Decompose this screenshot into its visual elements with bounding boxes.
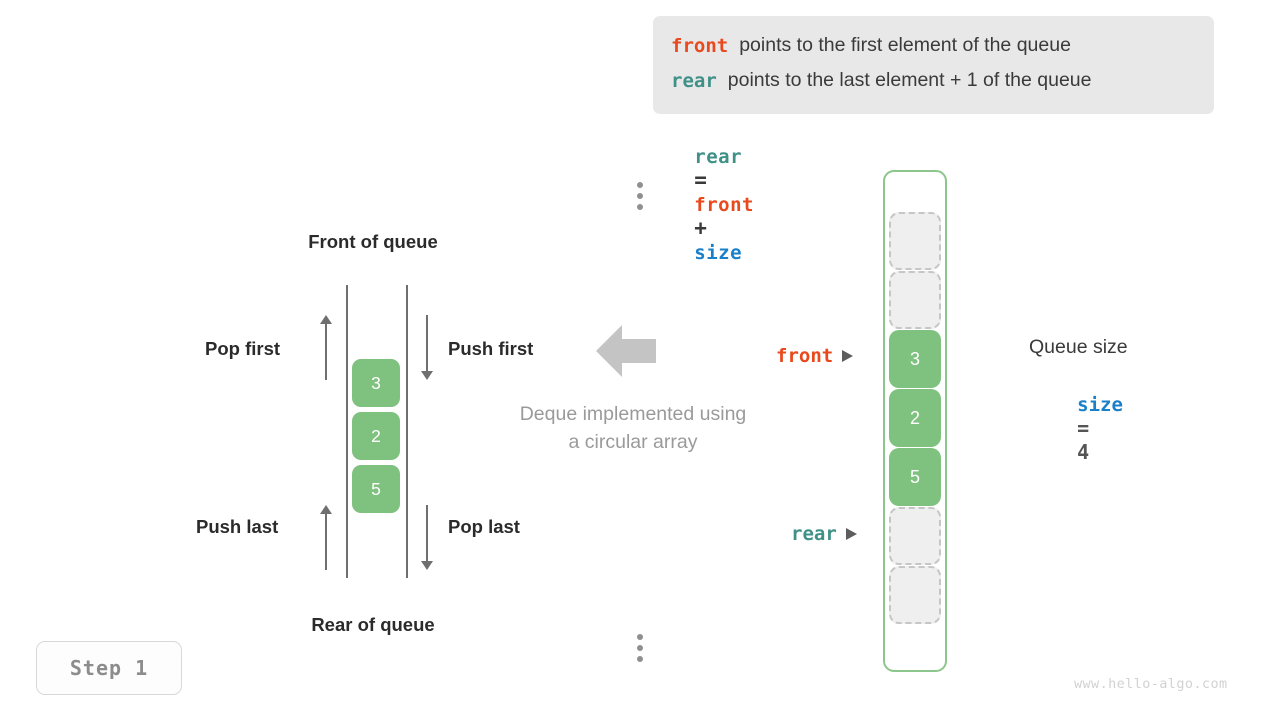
rear-pointer: rear [791,523,857,545]
front-of-queue-label: Front of queue [308,231,438,252]
caption-line-2: a circular array [568,431,698,453]
watermark: www.hello-algo.com [1074,676,1228,692]
formula-size: size [694,242,743,264]
queue-size-title: Queue size [1029,336,1128,358]
pointer-arrow-icon [842,350,854,362]
deque-cell: 5 [352,465,400,513]
legend-keyword-front: front [671,34,729,57]
pop-first-label: Pop first [205,338,281,359]
formula-front: front [694,194,754,216]
arrow-up-icon [318,505,334,570]
legend-text-rear: points to the last element + 1 of the qu… [727,69,1092,91]
legend-line-front: front points to the first element of the… [671,28,1214,63]
formula-plus: + [694,216,708,240]
deque-cell: 2 [352,412,400,460]
vertical-ellipsis-icon [637,632,643,664]
size-variable: size [1077,394,1123,416]
formula-equals: = [694,168,708,192]
array-slot-filled: 3 [889,330,941,388]
left-arrow-icon [596,325,656,377]
arrow-down-icon [419,315,435,380]
front-pointer-label: front [776,345,834,367]
formula-expression: rear = front + size [668,120,763,264]
queue-size-panel: Queue size size = 4 [1029,336,1132,488]
circular-array-container [883,170,947,672]
rear-pointer-label: rear [791,523,837,545]
deque-cell-stack: 3 2 5 [352,359,400,518]
array-slot-empty [889,507,941,565]
step-badge: Step 1 [36,641,182,695]
deque-rail-right [406,285,408,578]
arrow-down-icon [419,505,435,570]
diagram-caption: Deque implemented using a circular array [478,400,788,456]
array-slot-empty [889,271,941,329]
size-value: 4 [1077,440,1090,464]
array-slot-filled: 2 [889,389,941,447]
arrow-up-icon [318,315,334,380]
legend-box: front points to the first element of the… [653,16,1214,114]
vertical-ellipsis-icon [637,180,643,212]
pop-last-label: Pop last [448,516,520,537]
deque-rail-left [346,285,348,578]
push-last-label: Push last [196,516,279,537]
formula-rear: rear [694,146,743,168]
deque-cell: 3 [352,359,400,407]
array-slot-filled: 5 [889,448,941,506]
array-slot-empty [889,212,941,270]
legend-keyword-rear: rear [671,69,717,92]
legend-text-front: points to the first element of the queue [739,34,1071,56]
pointer-arrow-icon [845,528,857,540]
array-slot-empty [889,566,941,624]
caption-line-1: Deque implemented using [519,403,747,425]
push-first-label: Push first [448,338,534,359]
legend-line-rear: rear points to the last element + 1 of t… [671,63,1214,98]
queue-size-expression: size = 4 [1029,368,1132,488]
front-pointer: front [776,345,854,367]
rear-of-queue-label: Rear of queue [311,614,435,635]
size-equals: = [1077,416,1090,440]
